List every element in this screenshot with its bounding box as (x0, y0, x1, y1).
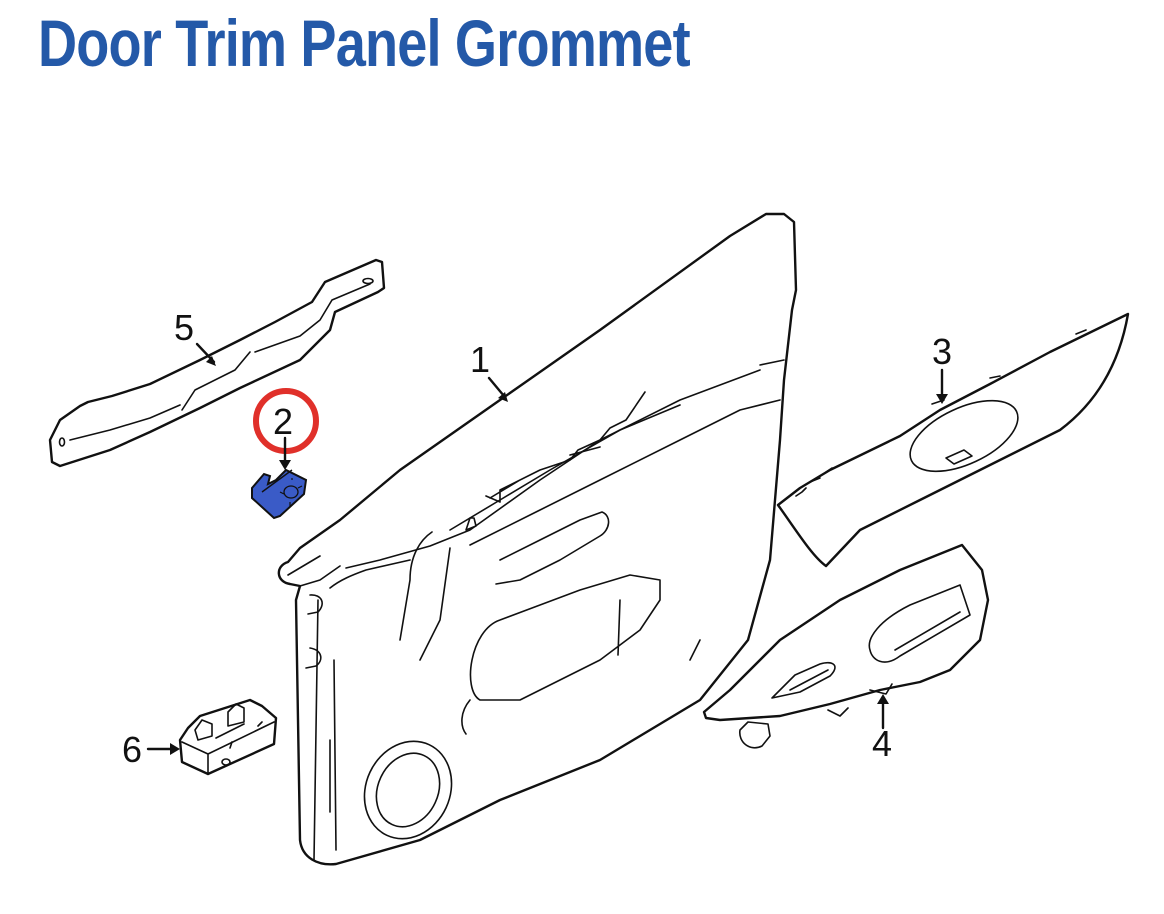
part-2-grommet[interactable] (251, 468, 308, 520)
arrowhead-icon (279, 460, 291, 470)
arrowhead-icon (498, 392, 508, 402)
callout-1-arrow (487, 376, 506, 398)
callout-1: 1 (470, 339, 490, 380)
arrowhead-icon (877, 694, 889, 704)
callout-3: 3 (932, 331, 952, 372)
part-5-trim-bracket[interactable] (48, 258, 386, 468)
part-1-door-trim-panel[interactable] (277, 212, 798, 866)
callout-4: 4 (872, 723, 892, 764)
callout-2: 2 (273, 401, 293, 442)
callout-6: 6 (122, 729, 142, 770)
part-6-window-switch[interactable] (178, 698, 278, 776)
arrowhead-icon (206, 356, 216, 366)
page-title: Door Trim Panel Grommet (38, 6, 691, 80)
arrowhead-icon (936, 394, 948, 404)
arrowhead-icon (170, 743, 180, 755)
part-3-upper-trim[interactable] (776, 312, 1130, 568)
part-4-switch-bezel[interactable] (702, 543, 990, 749)
callout-5: 5 (174, 307, 194, 348)
